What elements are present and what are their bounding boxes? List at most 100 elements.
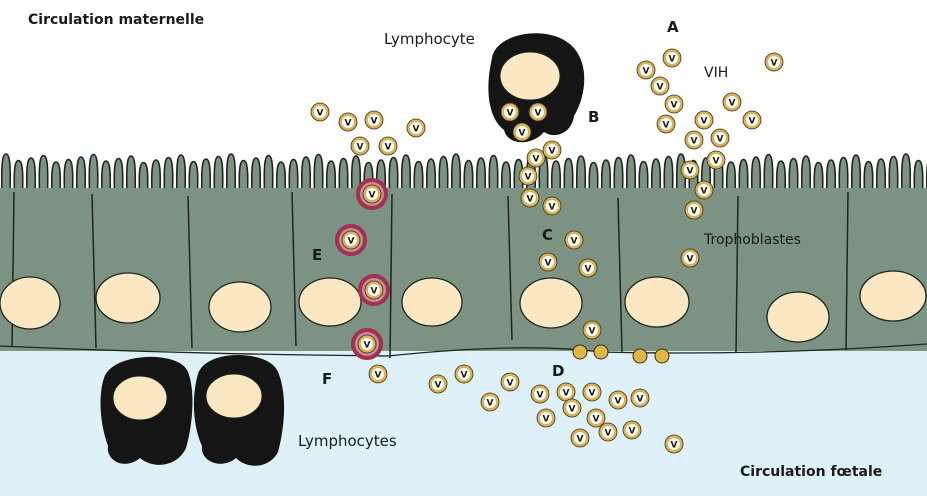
virus-particle: V bbox=[711, 129, 729, 147]
virus-particle: V bbox=[351, 137, 369, 155]
pathway-label-f: F bbox=[322, 370, 332, 388]
virus-symbol: V bbox=[701, 187, 708, 197]
budding-particle bbox=[633, 349, 647, 363]
virus-particle: V bbox=[379, 137, 397, 155]
nucleus bbox=[625, 277, 689, 327]
fetal-lymphocyte bbox=[194, 355, 284, 466]
pathway-label-b: B bbox=[588, 108, 599, 126]
virus-particle: V bbox=[599, 423, 617, 441]
virus-symbol: V bbox=[461, 371, 468, 381]
virus-symbol: V bbox=[615, 397, 622, 407]
virus-particle: V bbox=[311, 103, 329, 121]
vih-label: VIH bbox=[704, 65, 728, 81]
virus-particle: V bbox=[657, 115, 675, 133]
virus-particle: V bbox=[685, 131, 703, 149]
virus-particle: V bbox=[363, 185, 381, 203]
virus-particle: V bbox=[609, 391, 627, 409]
virus-symbol: V bbox=[687, 167, 694, 177]
virus-symbol: V bbox=[663, 121, 670, 131]
virus-symbol: V bbox=[549, 203, 556, 213]
virus-particle: V bbox=[685, 201, 703, 219]
virus-particle: V bbox=[565, 231, 583, 249]
nucleus bbox=[0, 277, 60, 329]
virus-particle: V bbox=[501, 373, 519, 391]
lymphocyte-label: Lymphocyte bbox=[384, 30, 475, 48]
virus-particle: V bbox=[557, 383, 575, 401]
virus-symbol: V bbox=[589, 327, 596, 337]
virus-particle: V bbox=[358, 335, 376, 353]
virus-symbol: V bbox=[643, 67, 650, 77]
virus-symbol: V bbox=[317, 109, 324, 119]
virus-particle: V bbox=[537, 409, 555, 427]
virus-particle: V bbox=[513, 123, 531, 141]
virus-symbol: V bbox=[385, 143, 392, 153]
virus-particle: V bbox=[563, 399, 581, 417]
virus-symbol: V bbox=[543, 415, 550, 425]
virus-particle: V bbox=[681, 249, 699, 267]
fetal-circulation-label: Circulation fœtale bbox=[740, 464, 882, 480]
virus-particle: V bbox=[743, 111, 761, 129]
nucleus bbox=[299, 278, 361, 326]
virus-symbol: V bbox=[369, 191, 376, 201]
virus-symbol: V bbox=[364, 341, 371, 351]
virus-symbol: V bbox=[345, 119, 352, 129]
virus-particle: V bbox=[723, 93, 741, 111]
virus-particle: V bbox=[365, 111, 383, 129]
virus-symbol: V bbox=[348, 237, 355, 247]
budding-particle bbox=[655, 349, 669, 363]
maternal-circulation-label: Circulation maternelle bbox=[28, 12, 204, 28]
virus-symbol: V bbox=[771, 59, 778, 69]
virus-particle: V bbox=[339, 113, 357, 131]
virus-particle: V bbox=[543, 197, 561, 215]
trophoblasts-label: Trophoblastes bbox=[704, 232, 801, 248]
virus-symbol: V bbox=[671, 101, 678, 111]
virus-symbol: V bbox=[375, 371, 382, 381]
pathway-label-c: C bbox=[542, 226, 553, 244]
virus-symbol: V bbox=[687, 255, 694, 265]
virus-particle: V bbox=[681, 161, 699, 179]
virus-particle: V bbox=[429, 375, 447, 393]
lymphocytes-label: Lymphocytes bbox=[298, 432, 397, 450]
virus-particle: V bbox=[365, 281, 383, 299]
pathway-label-d: D bbox=[552, 362, 564, 380]
virus-symbol: V bbox=[571, 237, 578, 247]
virus-symbol: V bbox=[533, 155, 540, 165]
virus-particle: V bbox=[369, 365, 387, 383]
maternal-lymphocyte bbox=[488, 33, 584, 142]
virus-symbol: V bbox=[569, 405, 576, 415]
virus-particle: V bbox=[342, 231, 360, 249]
virus-symbol: V bbox=[671, 441, 678, 451]
virus-particle: V bbox=[501, 103, 519, 121]
virus-particle: V bbox=[623, 421, 641, 439]
virus-particle: V bbox=[531, 385, 549, 403]
nucleus bbox=[520, 278, 582, 328]
virus-symbol: V bbox=[729, 99, 736, 109]
virus-particle: V bbox=[665, 435, 683, 453]
virus-symbol: V bbox=[413, 125, 420, 135]
budding-particle bbox=[594, 345, 608, 359]
pathway-label-e: E bbox=[312, 246, 322, 264]
virus-symbol: V bbox=[717, 135, 724, 145]
virus-symbol: V bbox=[691, 137, 698, 147]
virus-particle: V bbox=[529, 103, 547, 121]
virus-symbol: V bbox=[371, 117, 378, 127]
virus-particle: V bbox=[579, 259, 597, 277]
nucleus bbox=[860, 271, 926, 321]
virus-symbol: V bbox=[629, 427, 636, 437]
virus-symbol: V bbox=[371, 287, 378, 297]
virus-particle: V bbox=[695, 181, 713, 199]
virus-particle: V bbox=[583, 383, 601, 401]
virus-particle: V bbox=[519, 167, 537, 185]
virus-symbol: V bbox=[691, 207, 698, 217]
virus-symbol: V bbox=[563, 389, 570, 399]
virus-symbol: V bbox=[357, 143, 364, 153]
virus-particle: V bbox=[587, 409, 605, 427]
virus-particle: V bbox=[637, 61, 655, 79]
virus-symbol: V bbox=[545, 259, 552, 269]
virus-symbol: V bbox=[549, 147, 556, 157]
budding-particle bbox=[573, 345, 587, 359]
virus-symbol: V bbox=[527, 195, 534, 205]
virus-symbol: V bbox=[657, 83, 664, 93]
virus-particle: V bbox=[631, 389, 649, 407]
